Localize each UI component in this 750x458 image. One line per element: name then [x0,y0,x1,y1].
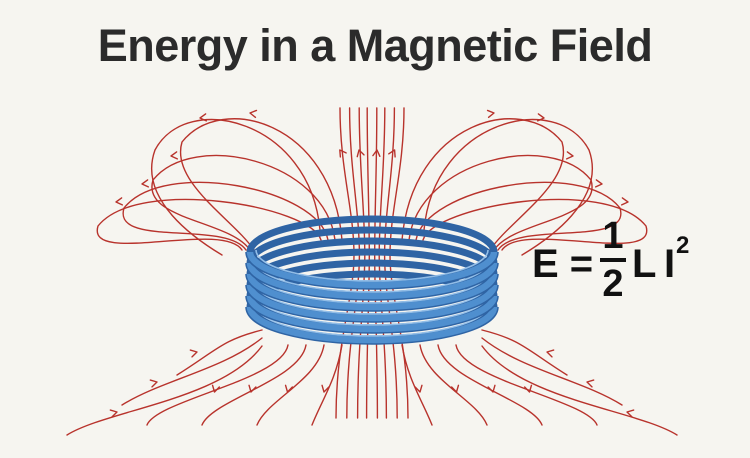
coil-turn-front [246,306,498,344]
field-arrow [339,149,347,158]
field-lines-front [66,329,678,436]
coil-turn-highlight [255,282,489,315]
coil-turn-front [246,284,498,322]
field-arrow [414,384,423,393]
field-arrow [626,409,635,418]
field-line-lower [455,344,598,426]
field-arrow [149,379,158,388]
field-line-side [481,337,623,406]
coil-turn-highlight [255,249,489,282]
field-arrow [170,151,179,160]
coil-turn-back [246,226,498,264]
coil-turn-front [246,262,498,300]
field-loop [179,118,343,251]
field-loop-outer [151,118,321,256]
field-arrow [321,384,330,393]
diagram-title: Energy in a Magnetic Field [97,20,653,71]
coil [245,215,499,345]
formula-current: I [664,242,676,286]
field-line-side [121,337,263,406]
coil-turn-highlight [255,293,489,326]
field-arrow [189,349,198,358]
field-loop-outer [423,118,593,256]
field-arrow [109,409,118,418]
field-loop [96,198,322,251]
field-arrow [546,349,555,358]
field-arrow [356,149,365,158]
formula-exponent: 2 [676,232,690,259]
formula-inductance: L [632,242,657,286]
field-arrow [586,379,595,388]
coil-turn-front [246,273,498,311]
field-loop [122,181,329,251]
field-arrow [249,109,258,119]
field-arrow [487,384,496,393]
field-loop [422,198,648,251]
field-arrow [284,384,294,393]
field-line-side [66,345,263,436]
field-loop [408,154,593,251]
field-arrow [620,197,629,206]
field-arrow [211,384,221,393]
field-line-lower [201,344,307,426]
formula-fraction: 1 2 [600,216,626,304]
field-arrow [115,197,124,206]
coil-turn-front [246,251,498,289]
field-line-lower [401,344,433,426]
field-line-side [481,345,678,436]
fraction-bar [600,258,626,262]
field-arrow [594,179,603,188]
field-loop [415,181,622,251]
formula-denominator: 2 [602,263,624,305]
field-line-lower [146,344,289,426]
field-arrow [141,179,150,188]
field-arrow [248,384,257,393]
field-line-side [176,329,263,376]
field-line-lower [311,344,343,426]
coil-turn-back [246,237,498,275]
field-line-lower [437,344,543,426]
field-line-side [481,329,568,376]
field-arrow [450,384,460,393]
field-line-lower [419,344,488,426]
formula-lhs: E = [532,242,594,286]
coil-turn-back [246,215,498,253]
field-loop [401,118,565,251]
field-line-lower [256,344,325,426]
field-arrow [372,149,381,158]
field-arrow [523,384,533,393]
field-arrow [486,109,495,119]
coil-turn-outline [245,251,499,290]
coil-turn-highlight [255,304,489,337]
field-arrow [388,149,396,158]
formula-numerator: 1 [602,215,624,257]
field-loop [151,154,336,251]
coil-turn-front [246,295,498,333]
field-arrow [565,151,574,160]
coil-turn-highlight [255,271,489,304]
coil-turn-highlight [255,260,489,293]
